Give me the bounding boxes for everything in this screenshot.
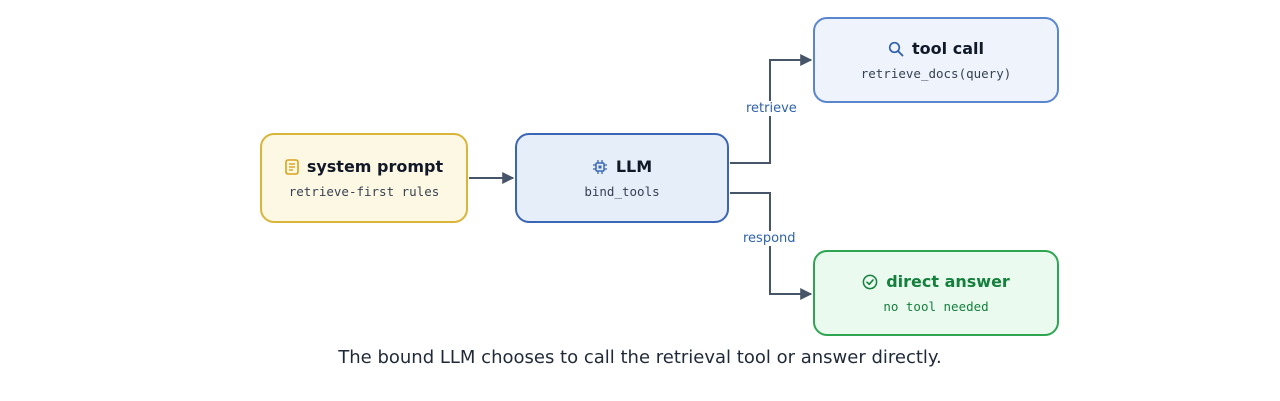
chip-icon: [592, 159, 608, 175]
check-circle-icon: [862, 274, 878, 290]
figure-caption: The bound LLM chooses to call the retrie…: [338, 347, 942, 368]
document-icon: [285, 158, 299, 175]
node-subtitle: no tool needed: [883, 299, 989, 314]
node-system-prompt: system prompt retrieve-first rules: [260, 133, 468, 223]
node-title: tool call: [912, 39, 984, 58]
node-title: direct answer: [886, 272, 1010, 291]
node-subtitle: bind_tools: [584, 184, 660, 199]
node-subtitle: retrieve-first rules: [288, 184, 440, 199]
node-tool-call: tool call retrieve_docs(query): [813, 17, 1059, 103]
node-title: system prompt: [306, 157, 444, 176]
node-llm: LLM bind_tools: [515, 133, 729, 223]
node-subtitle: retrieve_docs(query): [860, 66, 1012, 81]
node-title: LLM: [615, 157, 653, 176]
node-direct-answer: direct answer no tool needed: [813, 250, 1059, 336]
edge-label-retrieve: retrieve: [744, 101, 799, 116]
search-icon: [888, 41, 904, 57]
edge-label-respond: respond: [741, 231, 798, 246]
